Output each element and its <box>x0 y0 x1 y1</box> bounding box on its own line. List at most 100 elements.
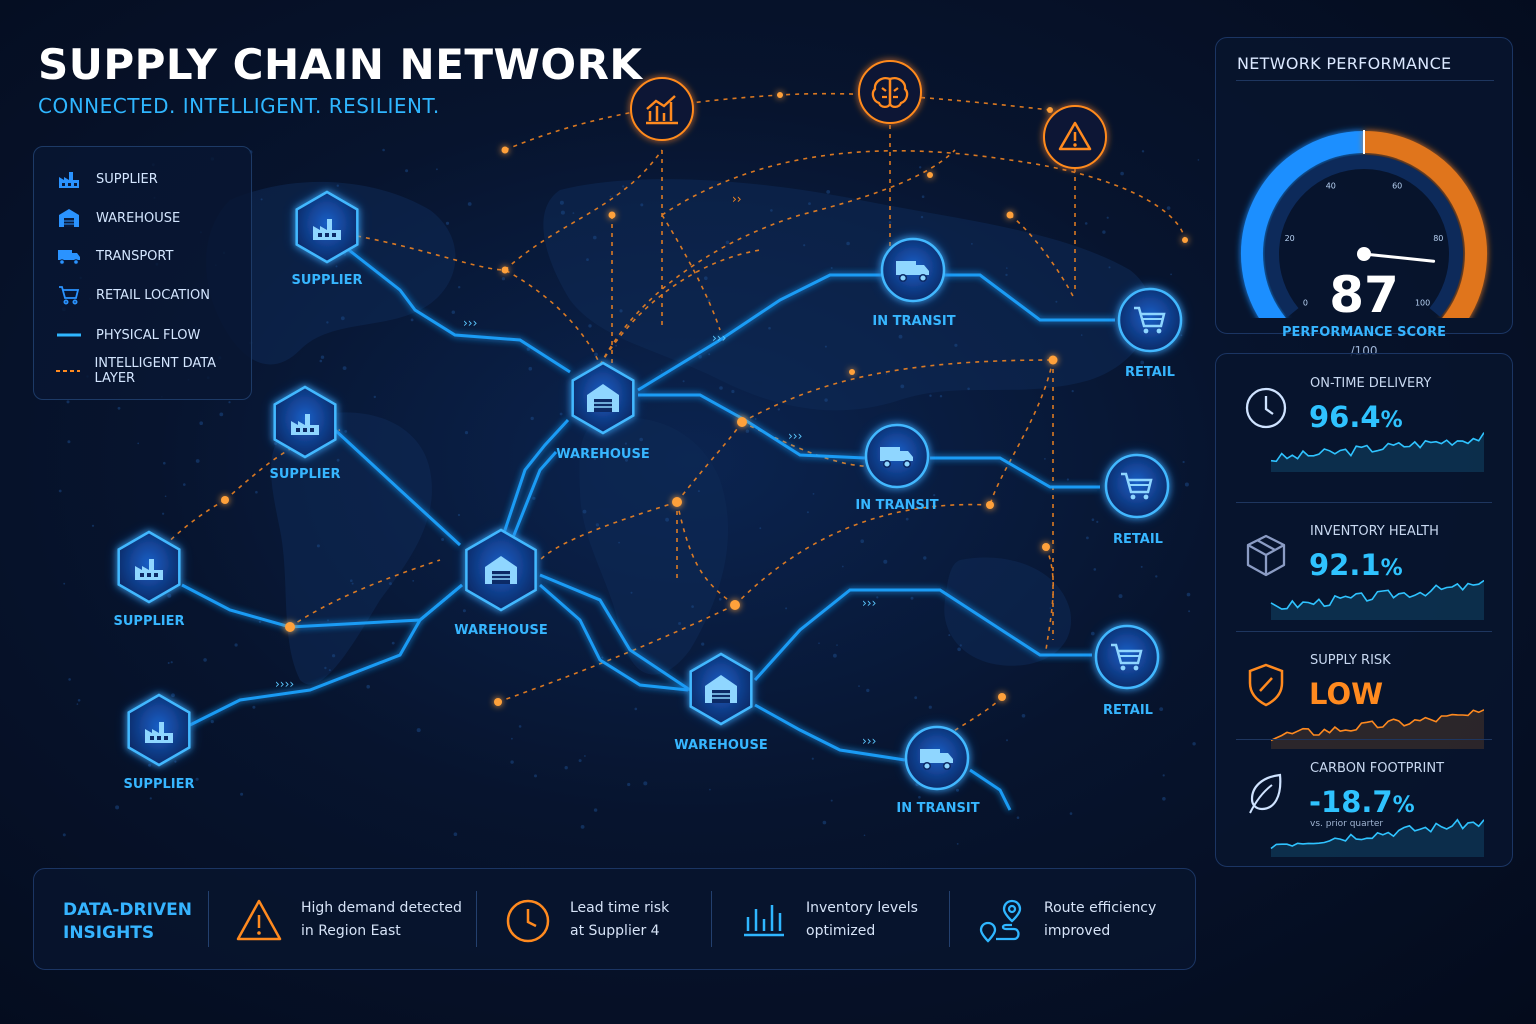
truck-icon <box>896 261 929 283</box>
in-transit-label: IN TRANSIT <box>855 498 939 513</box>
svg-text:›››: ››› <box>862 596 876 610</box>
legend-label: SUPPLIER <box>96 171 158 187</box>
brain-icon <box>858 60 922 124</box>
metrics-panel: ON-TIME DELIVERY 96.4% INVENTORY HEALTH 92.… <box>1215 353 1513 867</box>
page-subtitle: CONNECTED. INTELLIGENT. RESILIENT. <box>38 94 440 118</box>
metric-value: 92.1% <box>1309 548 1403 582</box>
warehouse-label: WAREHOUSE <box>556 447 650 462</box>
insights-title-line: DATA-DRIVEN <box>63 900 192 920</box>
factory-icon <box>56 167 82 191</box>
gauge-tick-label: 40 <box>1326 182 1336 191</box>
supplier-node[interactable] <box>295 190 359 264</box>
data-points <box>221 92 1188 706</box>
metric-note: vs. prior quarter <box>1310 819 1384 829</box>
retail-label: RETAIL <box>1113 532 1163 547</box>
warehouse-label: WAREHOUSE <box>454 623 548 638</box>
gauge-tick-label: 0 <box>1303 298 1308 307</box>
route-icon <box>979 899 1022 943</box>
warehouse-icon <box>485 556 517 584</box>
bar-chart-icon <box>630 77 694 141</box>
supplier-node[interactable] <box>273 385 337 459</box>
supplier-label: SUPPLIER <box>269 467 341 482</box>
gauge-tick-label: 80 <box>1433 234 1443 243</box>
svg-text:›››: ››› <box>862 734 876 748</box>
metric-label: INVENTORY HEALTH <box>1310 524 1439 539</box>
inventory-health-metric[interactable]: INVENTORY HEALTH 92.1% <box>1216 502 1512 620</box>
legend-label: TRANSPORT <box>96 248 174 264</box>
data-layer-icons <box>630 60 1107 169</box>
on-time-delivery-metric[interactable]: ON-TIME DELIVERY 96.4% <box>1216 354 1512 472</box>
legend-label: WAREHOUSE <box>96 210 181 226</box>
warehouse-icon <box>587 384 619 412</box>
legend-item-supplier: SUPPLIER <box>56 167 158 191</box>
divider <box>476 891 477 947</box>
transport-node[interactable] <box>904 725 970 791</box>
clock-icon <box>506 899 550 943</box>
supplier-label: SUPPLIER <box>291 273 363 288</box>
box-icon <box>1246 534 1286 577</box>
truck-icon <box>56 244 82 268</box>
warning-icon <box>236 899 282 941</box>
network-nodes <box>117 190 1183 791</box>
divider <box>711 891 712 947</box>
legend-label: PHYSICAL FLOW <box>96 327 201 343</box>
data-layer-links <box>149 92 1186 741</box>
divider <box>1236 502 1492 503</box>
svg-text:›››: ››› <box>712 331 726 345</box>
carbon-footprint-metric[interactable]: CARBON FOOTPRINT -18.7%vs. prior quarter <box>1216 739 1512 857</box>
divider <box>1236 739 1492 740</box>
metric-label: CARBON FOOTPRINT <box>1310 761 1445 776</box>
gauge-inner-track <box>1265 155 1463 318</box>
retail-node[interactable] <box>1104 453 1170 519</box>
sparkline <box>1270 579 1484 620</box>
legend-label: INTELLIGENT DATA LAYER <box>94 356 217 386</box>
gauge-arc-blue <box>1241 131 1365 318</box>
flow-direction-chevrons: ››› ››› ››› ›››› ››› ››› ›› <box>275 192 876 748</box>
page-title: SUPPLY CHAIN NETWORK <box>38 40 643 89</box>
warehouse-node[interactable] <box>689 652 753 726</box>
legend-item-physical-flow: PHYSICAL FLOW <box>56 323 200 347</box>
cart-icon <box>1134 306 1166 334</box>
performance-score: 87 <box>1329 266 1399 324</box>
supplier-label: SUPPLIER <box>123 777 195 792</box>
warehouse-node[interactable] <box>465 528 537 612</box>
solid-line-icon <box>56 323 82 347</box>
metric-label: ON-TIME DELIVERY <box>1310 376 1432 391</box>
gauge-tick-label: 20 <box>1285 234 1295 243</box>
retail-node[interactable] <box>1117 287 1183 353</box>
sparkline <box>1270 432 1484 472</box>
factory-icon <box>135 559 163 580</box>
legend-panel: SUPPLIER WAREHOUSE TRANSPORT RETAIL LOCA… <box>33 146 252 400</box>
retail-node[interactable] <box>1094 624 1160 690</box>
supplier-node[interactable] <box>117 530 181 604</box>
warning-icon <box>1043 105 1107 169</box>
insights-bar: DATA-DRIVEN INSIGHTS High demand detecte… <box>33 868 1196 970</box>
retail-label: RETAIL <box>1103 703 1153 718</box>
warehouse-node[interactable] <box>571 361 635 435</box>
gauge-arc-orange <box>1363 131 1487 318</box>
shield-icon <box>1248 663 1284 707</box>
svg-text:›››: ››› <box>463 316 477 330</box>
transport-node[interactable] <box>864 423 930 489</box>
gauge-hub <box>1357 247 1371 261</box>
divider <box>1236 80 1494 81</box>
legend-label: RETAIL LOCATION <box>96 287 210 303</box>
legend-item-transport: TRANSPORT <box>56 244 173 268</box>
metric-value: -18.7% <box>1309 785 1415 819</box>
supplier-node[interactable] <box>127 693 191 767</box>
leaf-icon <box>1249 773 1282 814</box>
metric-value: 96.4% <box>1309 400 1403 434</box>
metric-label: SUPPLY RISK <box>1310 653 1391 668</box>
transport-node[interactable] <box>880 237 946 303</box>
